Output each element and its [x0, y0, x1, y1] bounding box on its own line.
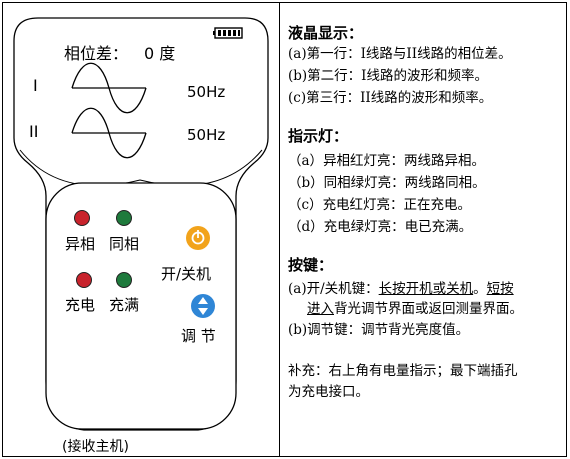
line2-label: II	[29, 122, 39, 141]
keys-item-a-line2: 进入背光调节界面或返回测量界面。	[307, 301, 523, 317]
indicator-item-b: （b）同相绿灯亮：两线路同相。	[288, 175, 486, 191]
indicator-item-d: （d）充电绿灯亮：电已充满。	[288, 219, 473, 235]
power-button-label: 开/关机	[161, 265, 212, 283]
led-chongman-label: 充满	[109, 296, 140, 314]
freq2-value: 50Hz	[187, 126, 226, 144]
column-divider	[279, 2, 280, 457]
screen-bottom-edge	[19, 149, 263, 187]
keys-item-b: (b)调节键：调节背光亮度值。	[288, 322, 470, 338]
lcd-item-b: (b)第二行：I线路的波形和频率。	[288, 68, 489, 84]
led-chongman-green	[116, 272, 132, 288]
indicator-section-title: 指示灯：	[288, 127, 349, 145]
led-tongxiang-label: 同相	[109, 235, 140, 253]
battery-icon	[213, 27, 243, 39]
indicator-item-a: （a）异相红灯亮：两线路异相。	[288, 153, 486, 169]
waveform-line1	[71, 62, 147, 114]
adjust-button-icon	[191, 294, 215, 318]
led-chongdian-label: 充电	[65, 296, 96, 314]
note-line1: 补充：右上角有电量指示；最下端插孔	[288, 363, 518, 379]
phase-diff-value: 0 度	[144, 44, 176, 63]
device-caption: (接收主机)	[62, 439, 129, 455]
lcd-section-title: 液晶显示：	[288, 24, 364, 42]
power-button-icon	[186, 226, 210, 250]
phase-diff-label: 相位差：	[64, 44, 129, 63]
device-drawing	[13, 17, 269, 431]
lcd-item-a: (a)第一行：I线路与II线路的相位差。	[288, 46, 512, 62]
lcd-item-c: (c)第三行：II线路的波形和频率。	[288, 90, 493, 106]
keys-section-title: 按键：	[288, 256, 334, 274]
freq1-value: 50Hz	[187, 83, 226, 101]
led-yixiang-red	[74, 210, 90, 226]
waveform-line2	[71, 107, 147, 159]
indicator-item-c: （c）充电红灯亮：正在充电。	[288, 197, 472, 213]
keys-item-a-line1: (a)开/关机键：长按开机或关机。短按	[288, 281, 514, 297]
led-yixiang-label: 异相	[65, 235, 96, 253]
note-line2: 为充电接口。	[288, 384, 369, 400]
adjust-button-label: 调 节	[181, 327, 216, 345]
line1-label: I	[33, 76, 38, 95]
led-chongdian-red	[76, 272, 92, 288]
led-tongxiang-green	[116, 210, 132, 226]
